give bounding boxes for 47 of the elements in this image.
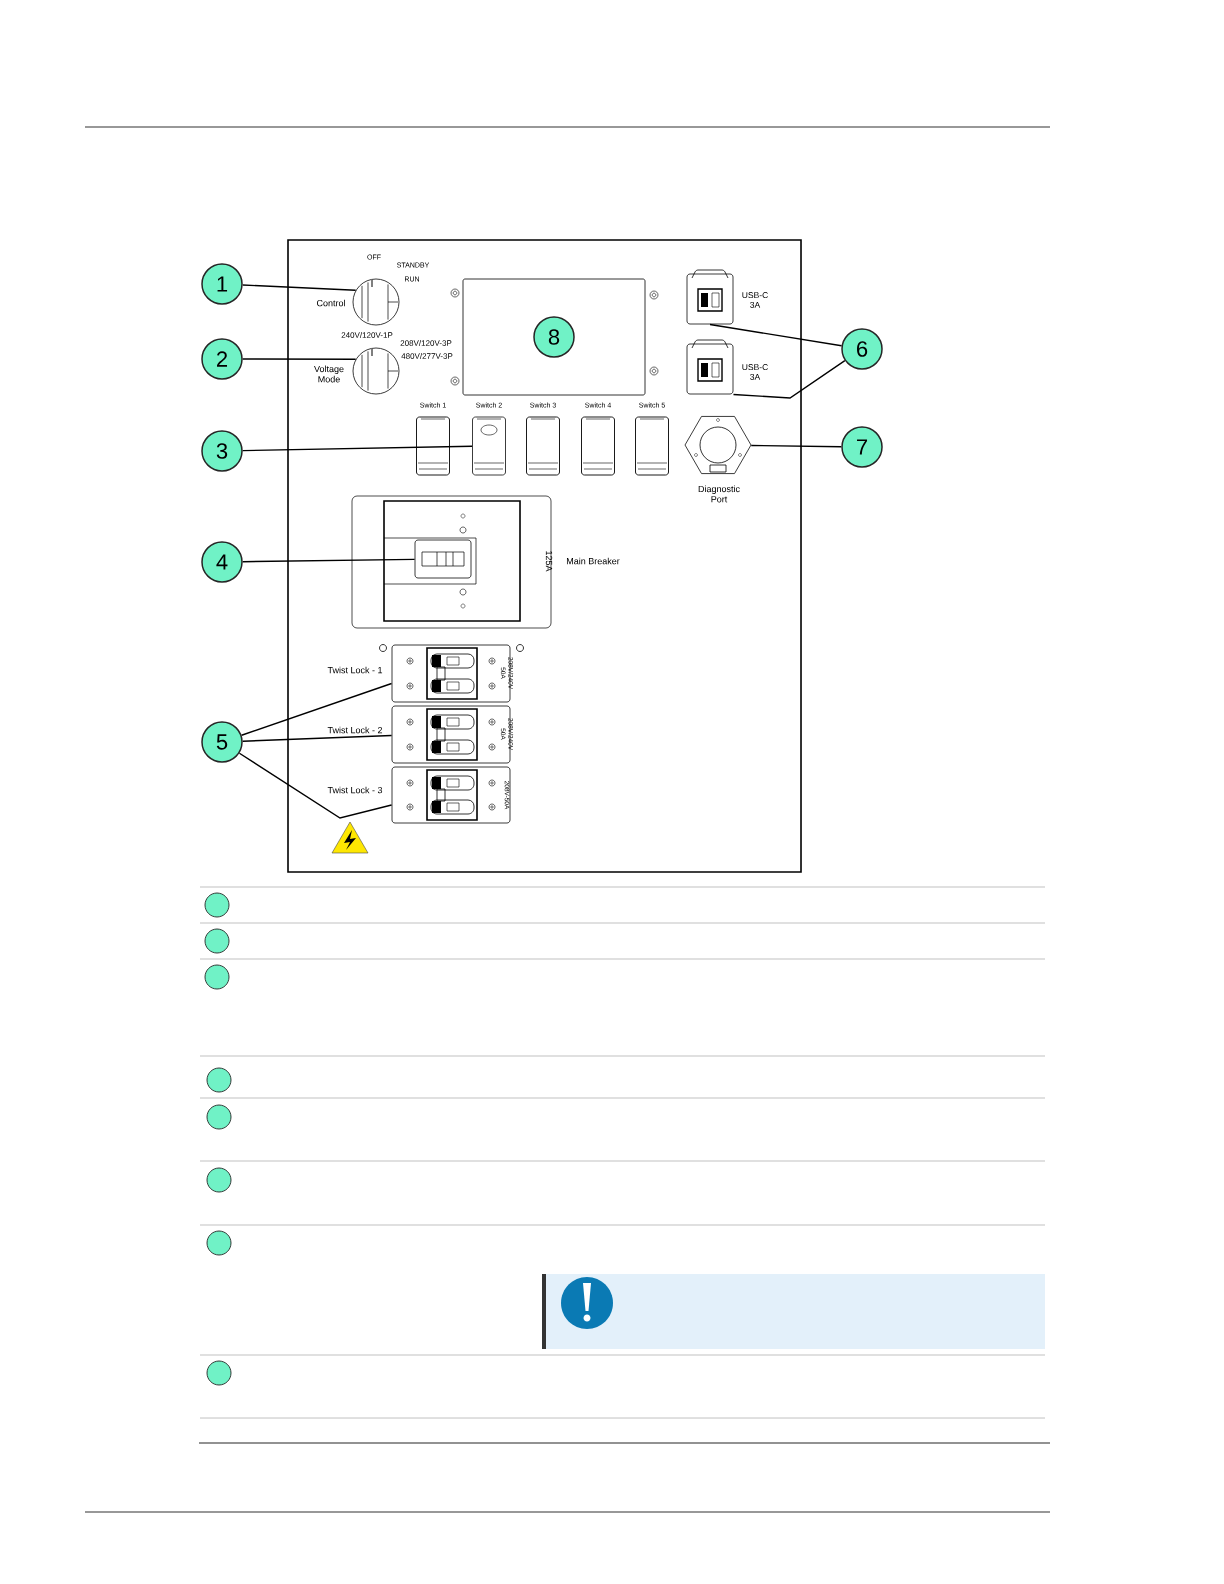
callout-marker [204,964,230,990]
leader-line [238,752,393,819]
callout-number: 4 [201,541,243,583]
twist-lock-outlet [391,705,511,764]
callout-number: 8 [533,316,575,358]
breaker-handle [414,539,472,579]
leader-line [242,734,393,742]
leader-line [242,284,357,291]
usb-port [686,339,734,395]
rocker-switch [472,416,506,476]
callout-number: 1 [201,263,243,305]
rotary-knob [352,347,400,395]
callout-number: 5 [201,721,243,763]
callout-marker [206,1067,232,1093]
callout-number: 6 [841,328,883,370]
panel-label: 125A [545,551,553,572]
callout-marker [204,928,230,954]
rotary-knob [352,278,400,326]
panel-label: Main Breaker [567,557,620,565]
usb-port [686,269,734,325]
panel-label: 208V/120V-3P [400,340,452,346]
leader-line [240,682,393,736]
diagnostic-port [684,415,752,475]
callout-number: 2 [201,338,243,380]
panel-label: USB-C 3A [742,364,768,380]
callout-number: 7 [841,426,883,468]
leader-line [750,444,842,448]
callout-marker [206,1360,232,1386]
leader-line [242,358,357,360]
callout-marker [204,892,230,918]
panel-label: Twist Lock - 2 [327,726,383,734]
twist-lock-outlet [391,644,511,703]
panel-label: Diagnostic Port [698,485,740,503]
leader-line [242,445,473,452]
callout-marker [206,1104,232,1130]
panel-label: Twist Lock - 3 [327,786,383,794]
callout-marker [206,1230,232,1256]
panel-label: USB-C 3A [742,292,768,308]
panel-label: Voltage Mode [314,365,344,383]
twist-lock-outlet [391,766,511,824]
leader-line [732,360,846,399]
leader-line [242,558,416,563]
panel-label: Twist Lock - 1 [327,666,383,674]
callout-number: 3 [201,430,243,472]
callout-marker [206,1167,232,1193]
leader-line [709,323,843,347]
panel-label: 240V/120V-1P [341,332,393,338]
